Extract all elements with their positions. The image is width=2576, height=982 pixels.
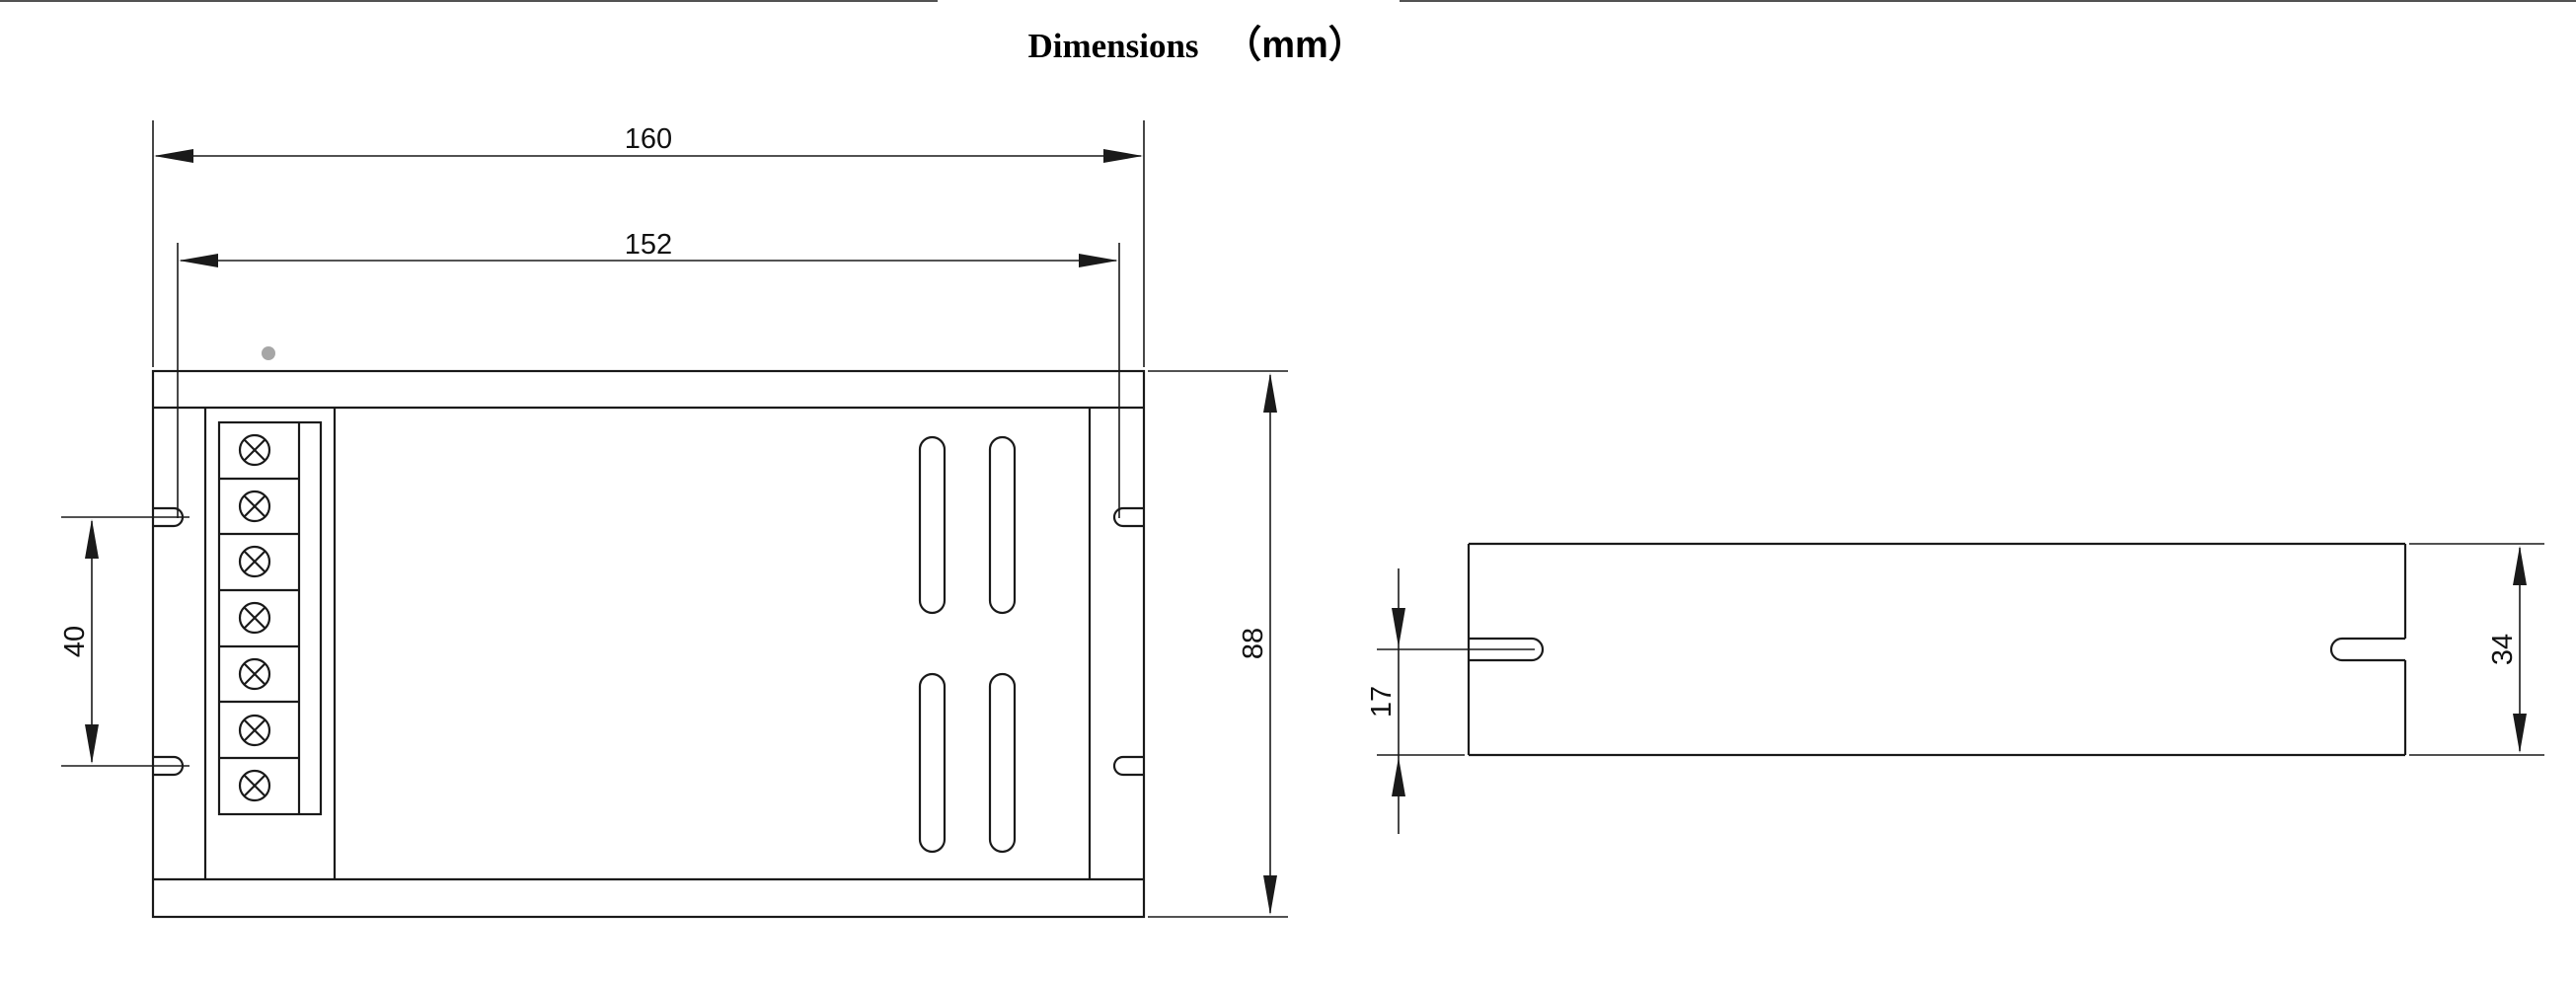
dimension-arrow xyxy=(1263,875,1277,915)
terminal-block-frame xyxy=(217,420,323,816)
dimension-label-width: 160 xyxy=(625,123,672,155)
dimension-arrow xyxy=(1079,254,1118,267)
terminal-screw-icon xyxy=(238,769,271,802)
side-slot-right xyxy=(2329,637,2405,662)
vent-slot xyxy=(918,435,947,615)
side-view: 34 17 xyxy=(1366,542,2544,834)
dimension-arrow xyxy=(1392,608,1405,647)
dimension-label-side-height: 34 xyxy=(2487,634,2519,665)
terminal-block xyxy=(217,420,323,816)
dimension-label-height: 88 xyxy=(1238,628,1269,659)
terminal-screw-icon xyxy=(238,490,271,523)
mounting-slot-right-bottom xyxy=(1112,755,1144,777)
vent-slot xyxy=(918,672,947,854)
side-slot-left xyxy=(1469,637,1545,662)
dimension-arrow xyxy=(154,149,193,163)
terminal-screw-icon xyxy=(238,433,271,467)
terminal-screw-icon xyxy=(238,714,271,747)
dimension-arrow xyxy=(85,724,99,764)
indicator-dot xyxy=(262,346,275,360)
dimension-arrow xyxy=(85,519,99,559)
dimension-arrow xyxy=(1103,149,1143,163)
terminal-screw-icon xyxy=(238,657,271,691)
dimension-label-hole-height: 40 xyxy=(59,626,91,657)
page-title: Dimensions xyxy=(1027,27,1198,65)
front-view: 160 152 88 40 xyxy=(59,120,1288,919)
terminal-screw-icon xyxy=(238,601,271,635)
dimension-label-hole-width: 152 xyxy=(625,229,672,261)
dimension-arrow xyxy=(179,254,218,267)
dimension-arrow xyxy=(1392,757,1405,796)
vent-slot xyxy=(988,435,1017,615)
mounting-slot-right-top xyxy=(1112,506,1144,528)
vent-slot xyxy=(988,672,1017,854)
dimension-arrow xyxy=(2513,714,2527,753)
dimension-label-slot-height: 17 xyxy=(1366,686,1398,718)
dimension-arrow xyxy=(2513,546,2527,585)
terminal-screw-icon xyxy=(238,545,271,578)
housing-outline xyxy=(151,369,1146,919)
page-title-unit: （mm） xyxy=(1224,25,1366,66)
dimension-arrow xyxy=(1263,373,1277,413)
